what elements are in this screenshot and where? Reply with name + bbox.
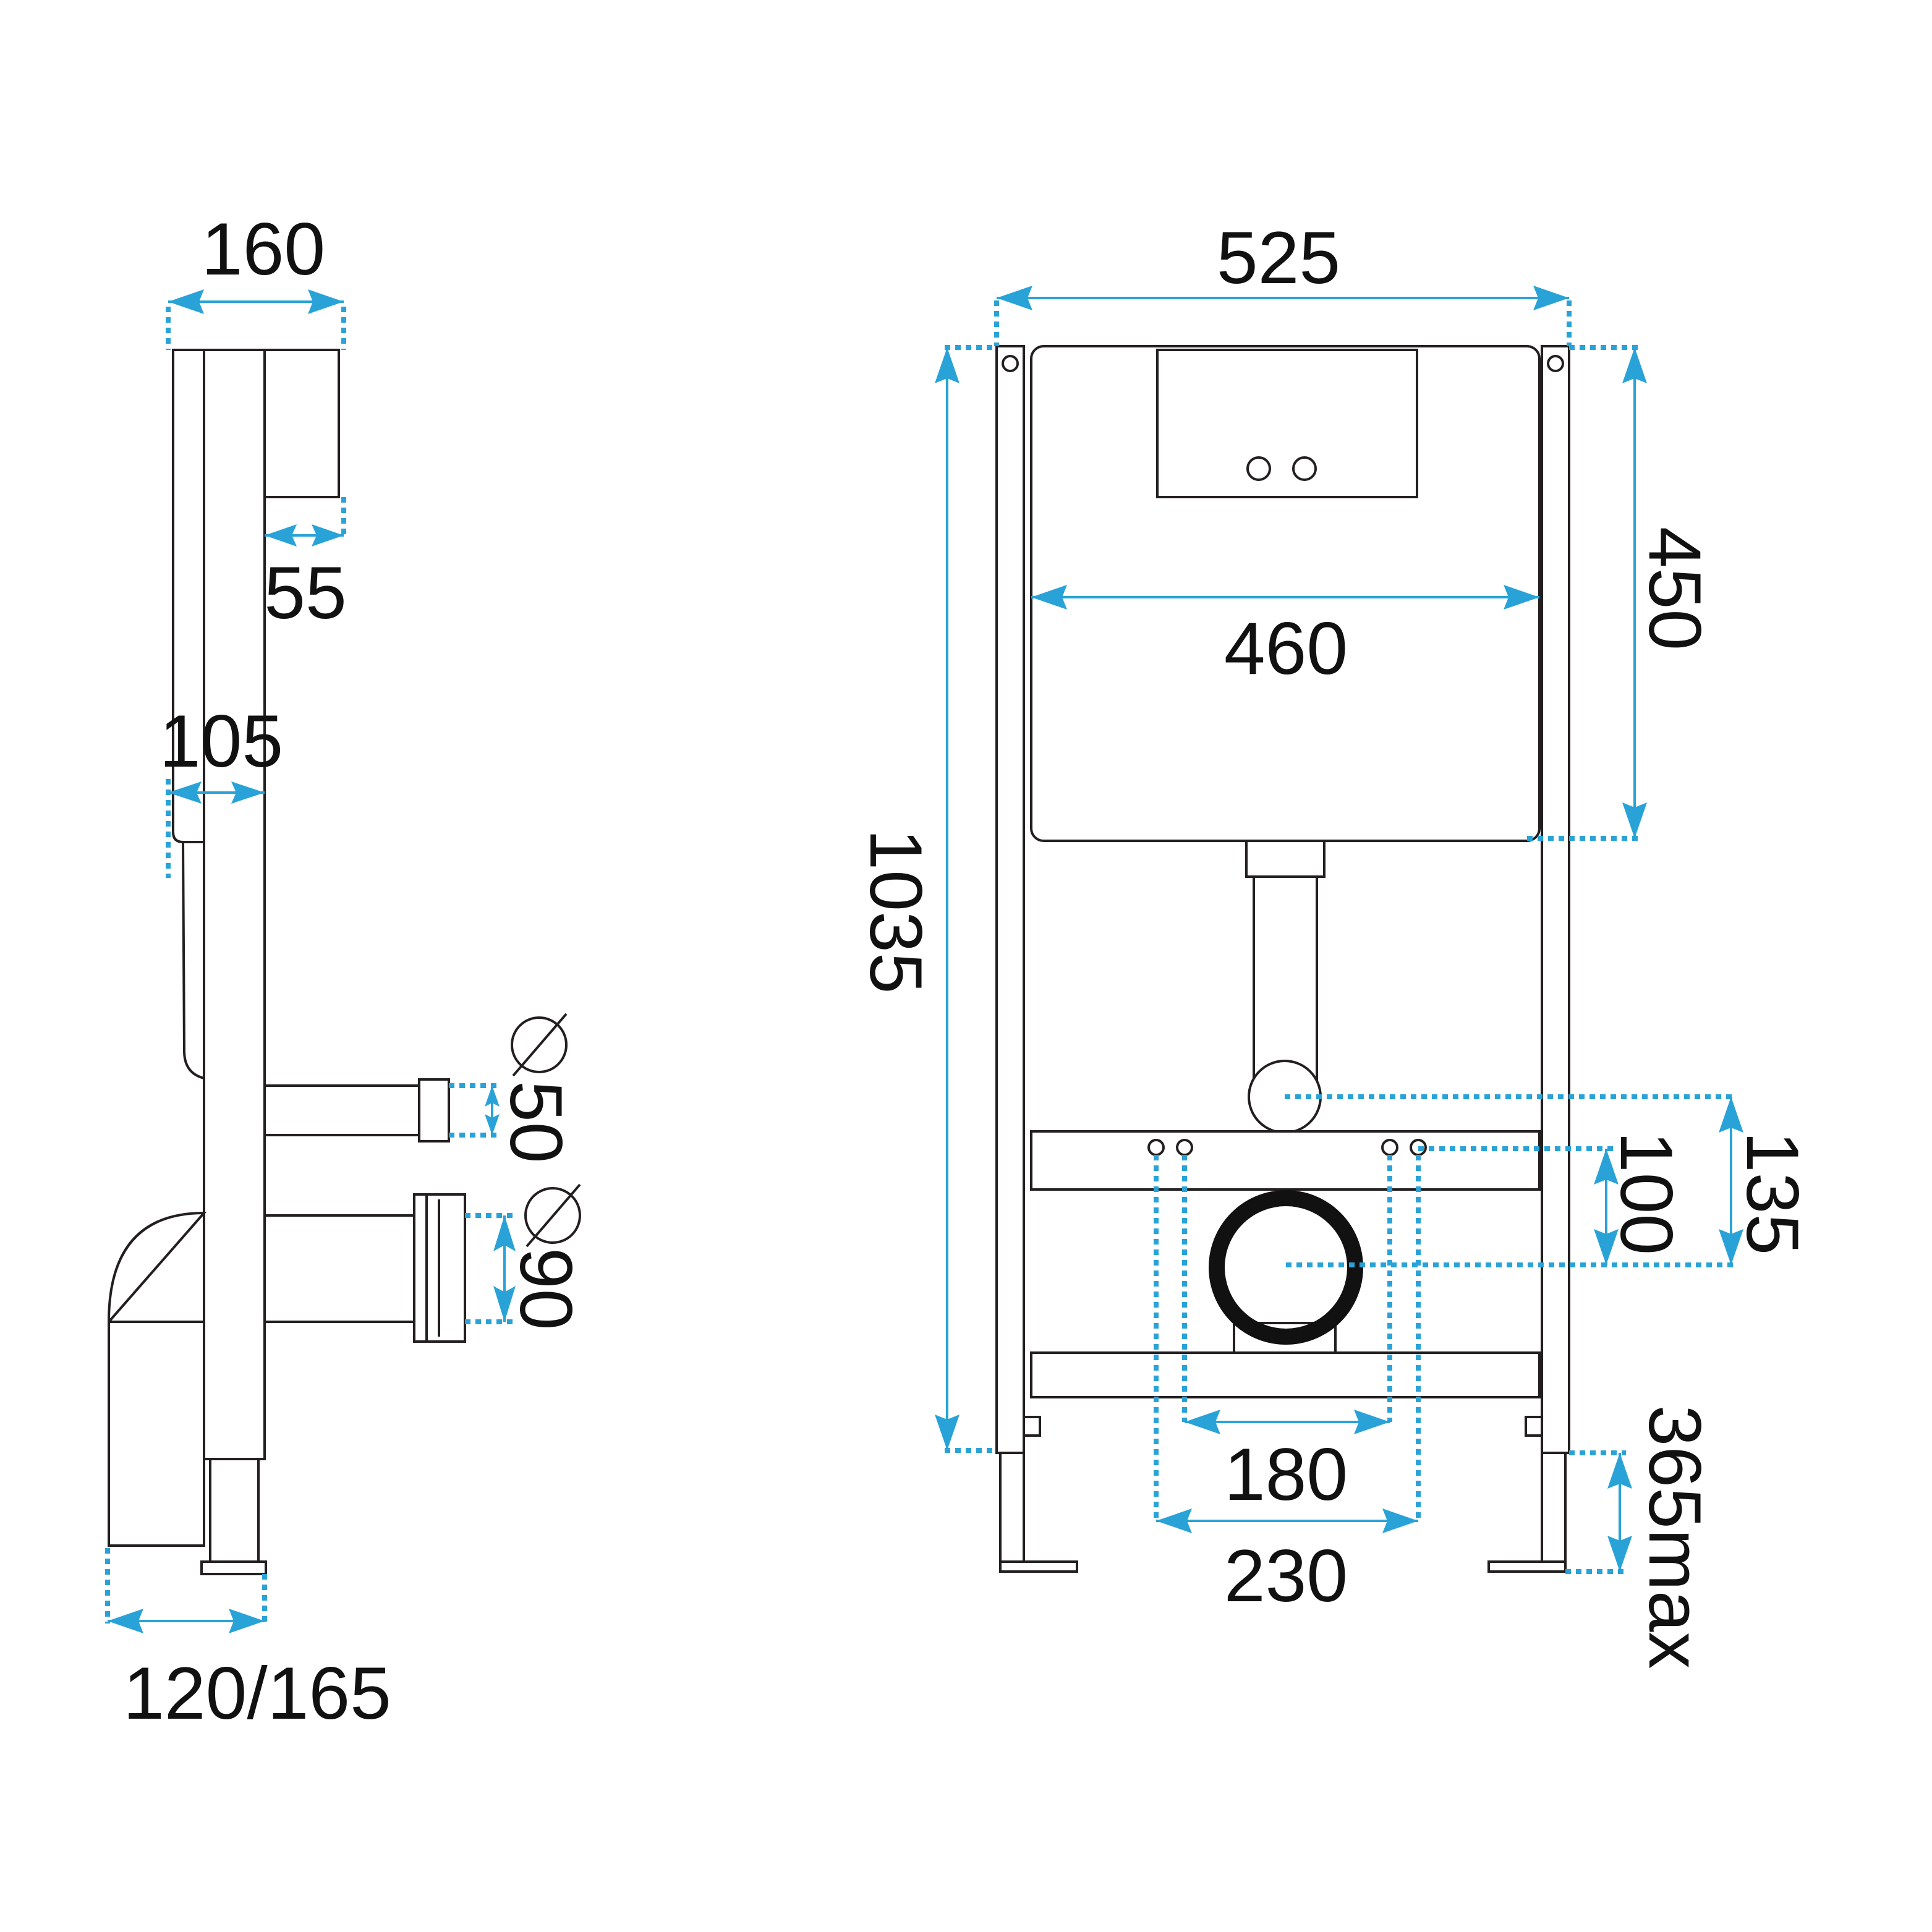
label-width-160: 160 xyxy=(202,208,325,291)
front-left-leg xyxy=(999,1452,1025,1563)
flush-button-right xyxy=(1292,456,1317,481)
dim-160 xyxy=(166,289,346,350)
front-right-foot xyxy=(1487,1560,1567,1573)
label-spacing-135: 135 xyxy=(1731,1131,1814,1255)
side-outlet-pipe xyxy=(108,1321,205,1547)
side-reservoir-lower xyxy=(181,841,205,1080)
label-outlet-120-165: 120/165 xyxy=(123,1652,391,1735)
dim-105 xyxy=(166,779,265,878)
side-pipe-small-collar xyxy=(418,1078,450,1143)
dim-50 xyxy=(449,1083,500,1138)
label-spacing-100: 100 xyxy=(1605,1131,1688,1255)
dim-365max xyxy=(1565,1450,1632,1574)
label-height-450: 450 xyxy=(1633,527,1716,650)
dim-135 xyxy=(1285,1094,1743,1267)
front-left-clip xyxy=(1023,1416,1041,1437)
front-outlet-ring xyxy=(1209,1190,1363,1345)
dim-55 xyxy=(265,497,346,547)
dim-460 xyxy=(1031,585,1539,610)
diameter-symbol-90 xyxy=(524,1183,581,1248)
label-pipe-50: 50 xyxy=(495,1081,577,1163)
label-depth-105: 105 xyxy=(160,700,283,783)
label-height-1035: 1035 xyxy=(854,829,937,994)
label-distance-180: 180 xyxy=(1224,1433,1348,1516)
dim-100 xyxy=(1418,1146,1619,1265)
side-leg xyxy=(209,1458,260,1563)
front-right-clip xyxy=(1525,1416,1543,1437)
label-width-460: 460 xyxy=(1224,607,1348,690)
flush-plate xyxy=(1156,349,1418,498)
label-pipe-90: 90 xyxy=(504,1248,587,1330)
front-left-post xyxy=(995,345,1025,1454)
dim-120-165 xyxy=(105,1548,267,1633)
side-view: 160 55 105 120/165 50 90 xyxy=(105,208,587,1735)
front-right-post xyxy=(1541,345,1570,1454)
side-foot-plate xyxy=(200,1560,267,1575)
dim-90 xyxy=(465,1213,516,1324)
front-crossbar-lower xyxy=(1030,1351,1541,1398)
label-offset-55: 55 xyxy=(264,551,346,634)
dim-1035 xyxy=(935,345,997,1453)
front-right-leg xyxy=(1541,1452,1567,1563)
label-width-525: 525 xyxy=(1217,216,1340,299)
flush-button-left xyxy=(1246,456,1271,481)
front-pipe-collar xyxy=(1245,840,1326,878)
front-left-foot xyxy=(999,1560,1078,1573)
side-pipe-large xyxy=(263,1214,415,1323)
side-frame-column xyxy=(203,349,266,1460)
dim-450 xyxy=(1527,345,1647,841)
label-distance-230: 230 xyxy=(1224,1534,1348,1617)
dim-525 xyxy=(994,286,1572,346)
side-pipe-small xyxy=(263,1084,420,1136)
diameter-symbol-50 xyxy=(511,1013,568,1077)
dim-180 xyxy=(1182,1155,1392,1434)
front-view: 525 460 450 1035 135 100 180 230 365max xyxy=(854,216,1814,1669)
label-leg-365max: 365max xyxy=(1633,1405,1716,1669)
front-crossbar-upper xyxy=(1030,1130,1541,1191)
dim-230 xyxy=(1154,1155,1421,1533)
